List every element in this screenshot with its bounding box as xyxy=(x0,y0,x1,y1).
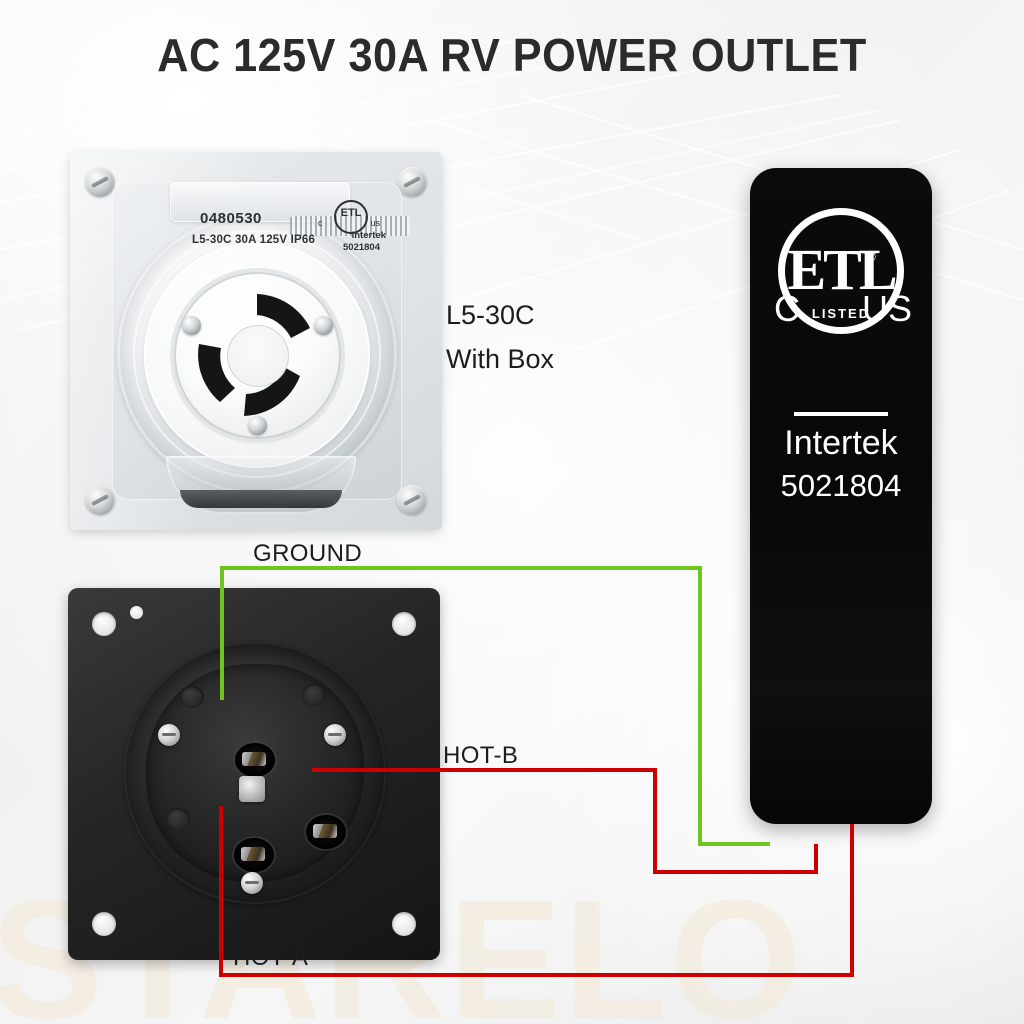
body-screw-bottom xyxy=(241,872,263,894)
hinge-spring xyxy=(290,216,410,236)
twistlock-receptacle-face xyxy=(174,272,341,439)
callout-variant: With Box xyxy=(446,344,555,374)
etl-divider xyxy=(794,412,888,416)
cover-lip xyxy=(166,456,356,514)
faceplate-screw-top-right xyxy=(397,167,427,197)
wire-label-hot-a: HOT-A xyxy=(233,944,309,971)
etl-certification-badge: ETL ® LISTED C US Intertek 5021804 xyxy=(750,168,932,824)
terminal-hot-a xyxy=(234,838,274,872)
mounting-hole-top-left xyxy=(92,612,116,636)
etl-registered-icon: ® xyxy=(867,250,876,264)
etl-agency-name: Intertek xyxy=(784,424,898,462)
body-nub-bottom-left xyxy=(166,808,190,830)
callout-model: L5-30C xyxy=(446,300,535,330)
receptacle-screw-left xyxy=(182,316,201,335)
mounting-hole-bottom-right xyxy=(392,912,416,936)
body-screw-right xyxy=(324,724,346,746)
etl-us-mark: US xyxy=(861,288,912,329)
terminal-ground xyxy=(235,743,275,777)
etl-listed-text: LISTED xyxy=(811,306,871,321)
cover-hinge xyxy=(170,182,410,236)
page-title: AC 125V 30A RV POWER OUTLET xyxy=(157,29,867,81)
mounting-hole-bottom-left xyxy=(92,912,116,936)
body-nub-top-right xyxy=(302,684,326,706)
front-outlet-image: 0480530 L5-30C 30A 125V IP66 ETL c us In… xyxy=(70,152,442,530)
etl-logo-icon: ETL ® LISTED C US xyxy=(750,202,932,402)
mounting-hole-small xyxy=(130,606,143,619)
etl-logo-text: ETL xyxy=(787,237,897,302)
etl-logo-circle xyxy=(778,208,904,334)
body-nub-top-left xyxy=(180,686,204,708)
body-screw-left xyxy=(158,724,180,746)
faceplate-screw-bottom-left xyxy=(85,485,115,515)
wire-label-ground: GROUND xyxy=(253,540,363,567)
back-outlet-image xyxy=(68,588,440,960)
faceplate-screw-bottom-right xyxy=(397,485,427,515)
wire-label-hot-b: HOT-B xyxy=(443,742,519,769)
receptacle-screw-bottom xyxy=(248,416,267,435)
receptacle-center-hub xyxy=(226,324,289,387)
mounting-hole-top-right xyxy=(392,612,416,636)
faceplate-screw-top-left xyxy=(85,167,115,197)
terminal-hot-b xyxy=(306,815,346,849)
etl-control-number: 5021804 xyxy=(780,468,902,503)
receptacle-slots-icon xyxy=(198,294,310,416)
body-screw-center xyxy=(239,776,265,802)
etl-c-mark: C xyxy=(774,288,800,329)
receptacle-screw-right xyxy=(314,316,333,335)
terminal-body-ring xyxy=(124,642,386,904)
